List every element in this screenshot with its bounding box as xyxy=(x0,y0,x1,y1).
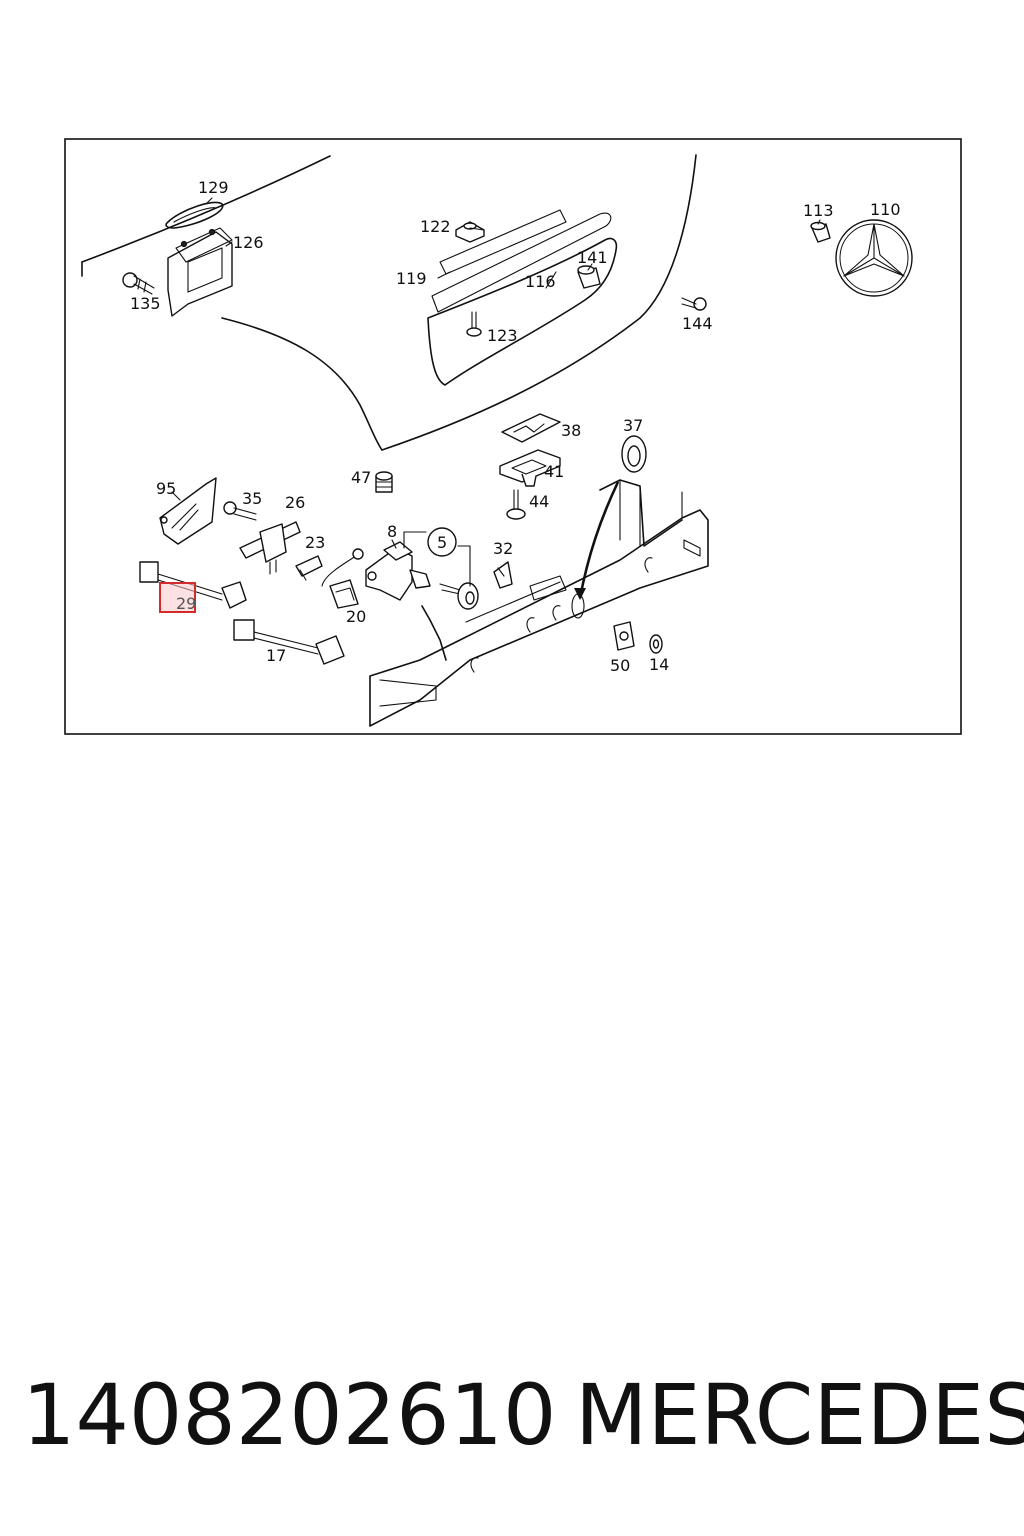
cable-17 xyxy=(233,619,345,665)
callout-41: 41 xyxy=(544,462,564,481)
license-plate-recess xyxy=(427,209,618,386)
clip-23 xyxy=(295,555,323,581)
diagram-frame xyxy=(64,138,962,735)
callout-116: 116 xyxy=(525,272,556,291)
callout-95: 95 xyxy=(156,479,176,498)
callout-8: 8 xyxy=(387,522,397,541)
clip-141 xyxy=(577,265,601,289)
plate-50 xyxy=(613,621,635,651)
callout-44: 44 xyxy=(529,492,549,511)
highlight-box-29[interactable] xyxy=(159,582,196,613)
callout-122: 122 xyxy=(420,217,451,236)
actuator-26 xyxy=(239,521,301,575)
screw-144 xyxy=(681,297,707,311)
key-5 xyxy=(403,527,479,610)
grommet-37 xyxy=(621,435,647,473)
callout-110: 110 xyxy=(870,200,901,219)
callout-113: 113 xyxy=(803,201,834,220)
callout-50: 50 xyxy=(610,656,630,675)
rubber-stop-47 xyxy=(375,471,393,493)
nut-122 xyxy=(455,221,485,243)
brand-name: MERCEDES xyxy=(575,1366,1024,1464)
screw-135 xyxy=(122,272,155,295)
plug-113 xyxy=(810,221,831,243)
clip-32 xyxy=(493,561,513,589)
callout-37: 37 xyxy=(623,416,643,435)
callout-20: 20 xyxy=(346,607,366,626)
bracket-41 xyxy=(499,449,561,487)
callout-119: 119 xyxy=(396,269,427,288)
callout-135: 135 xyxy=(130,294,161,313)
callout-29: 29 xyxy=(176,594,196,613)
callout-47: 47 xyxy=(351,468,371,487)
parts-diagram: 129 126 135 122 119 116 141 123 113 110 … xyxy=(64,138,962,735)
screw-35 xyxy=(223,501,257,521)
screw-123 xyxy=(466,311,482,337)
latch-plate-38 xyxy=(501,413,561,443)
callout-labels: 129 126 135 122 119 116 141 123 113 110 … xyxy=(130,178,901,675)
callout-32: 32 xyxy=(493,539,513,558)
callout-38: 38 xyxy=(561,421,581,440)
callout-14: 14 xyxy=(649,655,669,674)
callout-5: 5 xyxy=(437,533,447,552)
caption-bar: 1408202610 MERCEDES xyxy=(0,1360,1024,1470)
arrow-indicator xyxy=(578,481,620,599)
callout-123: 123 xyxy=(487,326,518,345)
callout-17: 17 xyxy=(266,646,286,665)
part-number: 1408202610 xyxy=(22,1366,557,1464)
gasket-129 xyxy=(165,201,224,229)
switch-20 xyxy=(329,579,359,609)
arrow-head xyxy=(574,588,586,600)
lock-assembly-8 xyxy=(321,541,431,601)
callout-35: 35 xyxy=(242,489,262,508)
bracket-95 xyxy=(159,477,217,545)
star-emblem-110 xyxy=(835,219,913,297)
screw-44 xyxy=(506,489,526,520)
inner-panel xyxy=(369,479,709,727)
washer-14 xyxy=(649,634,663,654)
callout-126: 126 xyxy=(233,233,264,252)
lamp-housing-126 xyxy=(167,227,233,317)
callout-23: 23 xyxy=(305,533,325,552)
callout-129: 129 xyxy=(198,178,229,197)
callout-144: 144 xyxy=(682,314,713,333)
leader-lines xyxy=(171,197,821,549)
callout-141: 141 xyxy=(577,248,608,267)
callout-26: 26 xyxy=(285,493,305,512)
